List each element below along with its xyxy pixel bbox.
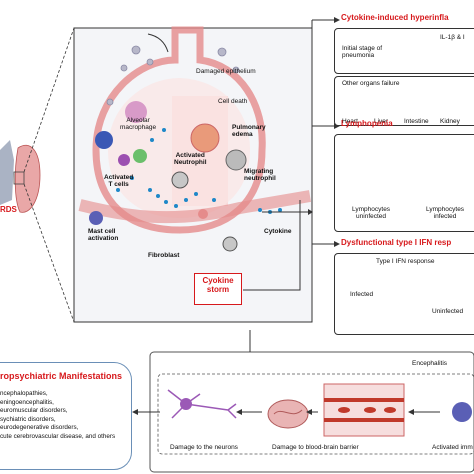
neuro-title: ropsychiatric Manifestations xyxy=(0,371,123,381)
encephalitis-label: Encephalitis xyxy=(412,360,448,367)
organs-panel xyxy=(334,76,474,126)
blood-vessel-icon xyxy=(323,383,405,437)
cytokine-label: Cytokine xyxy=(264,228,292,235)
damaged-epithelium-label: Damaged epithelium xyxy=(196,68,256,75)
organ-heart-label: Heart xyxy=(342,118,358,125)
organ-liver-label: Liver xyxy=(374,118,389,125)
cytokine-storm-label: Cyokine storm xyxy=(202,276,234,295)
immune-cell-icon xyxy=(452,402,472,422)
lymphopenia-panel xyxy=(334,134,474,232)
initial-stage-label: Initial stage of pneumonia xyxy=(342,45,383,60)
ards-label: RDS xyxy=(0,205,17,214)
pneumonia-panel xyxy=(334,28,474,74)
mast-cell-activation-label: Mast cell activation xyxy=(88,228,119,243)
ifn-response-label: Type I IFN response xyxy=(376,258,435,265)
neutrophil-cell xyxy=(190,123,220,153)
lung-body-icon xyxy=(0,140,41,213)
lymph-infected-label: Lymphocytes infected xyxy=(426,206,465,221)
brain-icon xyxy=(267,399,309,429)
mast-cell xyxy=(89,211,103,225)
lymphopenia-title: Lymphopenia xyxy=(341,119,393,128)
t-cell-purple xyxy=(118,154,130,166)
neuro-manifestations-box xyxy=(0,362,132,470)
virus-particles xyxy=(106,45,240,106)
cytokine-storm-box: Cyokine storm xyxy=(194,273,242,305)
dying-cell xyxy=(225,149,247,171)
t-cell-green xyxy=(133,149,147,163)
infected-label: Infected xyxy=(350,291,374,298)
organ-kidney-label: Kidney xyxy=(440,118,460,125)
il-label: IL-1β & I xyxy=(440,34,465,41)
activated-neutrophil-label: Activated Neutrophil xyxy=(174,152,207,167)
damage-neurons-label: Damage to the neurons xyxy=(170,444,238,451)
lymph-uninfected-label: Lymphocytes uninfected xyxy=(352,206,391,221)
neuro-list: ncephalopathies, eningoencephalitis, eur… xyxy=(0,390,116,440)
cytokine-dots xyxy=(116,128,282,214)
neutrophil-small xyxy=(171,171,189,189)
t-cell xyxy=(95,131,113,149)
other-organs-label: Other organs failure xyxy=(342,80,400,87)
ifn-title: Dysfunctional type I IFN resp xyxy=(341,238,452,247)
cytokine-hyper-title: Cytokine-induced hyperinfla xyxy=(341,13,449,22)
organ-intestine-label: Intestine xyxy=(404,118,429,125)
ifn-panel xyxy=(334,253,474,335)
cell-death-label: Cell death xyxy=(218,98,248,105)
activated-immune-label: Activated imm xyxy=(432,444,473,451)
neuron-icon xyxy=(167,389,237,419)
damage-bbb-label: Damage to blood-brain barrier xyxy=(272,444,359,451)
uninfected-label: Uninfected xyxy=(432,308,464,315)
migrating-neutrophil-label: Migrating neutrophil xyxy=(244,168,276,183)
macrophage-cell xyxy=(125,101,147,123)
activated-t-cells-label: Activated T cells xyxy=(104,174,134,189)
pulmonary-edema-label: Pulmonary edema xyxy=(232,124,266,139)
alveolar-macrophage-label: Alveolar macrophage xyxy=(120,117,157,132)
fibroblast-label: Fibroblast xyxy=(148,252,180,259)
